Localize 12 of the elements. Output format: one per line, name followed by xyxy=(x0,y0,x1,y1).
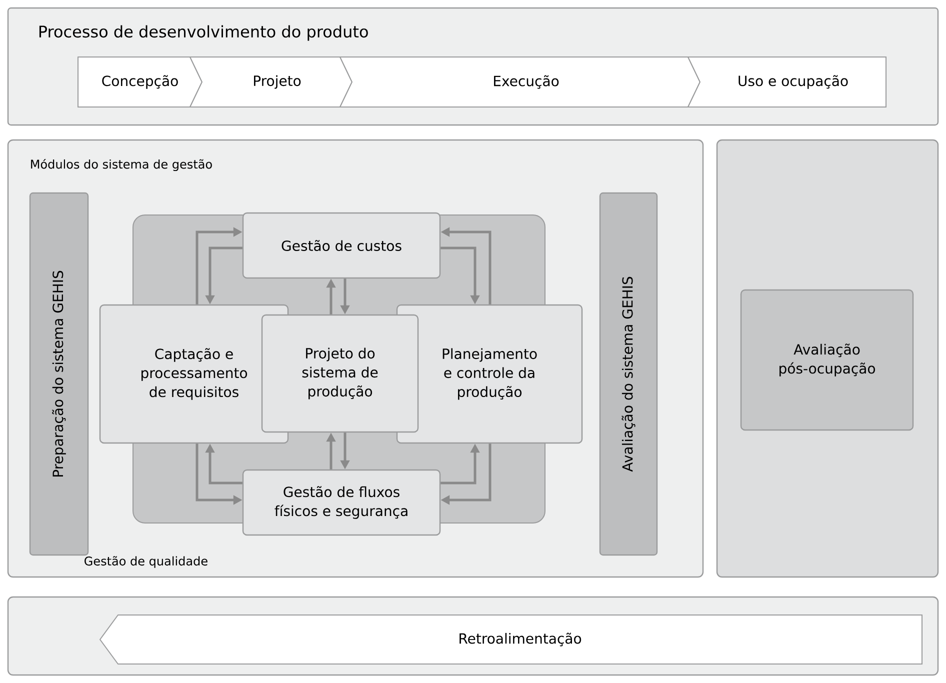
vertical-bar: Preparação do sistema GEHIS xyxy=(29,192,89,556)
node-label: Gestão de qualidade xyxy=(84,556,208,568)
vertical-bar: Avaliação do sistema GEHIS xyxy=(599,192,658,556)
module-box: Projeto do sistema de produção xyxy=(261,314,419,433)
module-box: Planejamento e controle da produção xyxy=(396,304,583,444)
module-box: Gestão de custos xyxy=(242,212,441,279)
phase-step: Projeto xyxy=(189,56,353,108)
module-box: Avaliação pós-ocupação xyxy=(740,289,914,431)
phase-step: Concepção xyxy=(78,56,203,108)
module-box: Gestão de fluxos físicos e segurança xyxy=(242,469,441,536)
phase-step: Uso e ocupação xyxy=(687,56,886,108)
phase-step: Execução xyxy=(339,56,701,108)
